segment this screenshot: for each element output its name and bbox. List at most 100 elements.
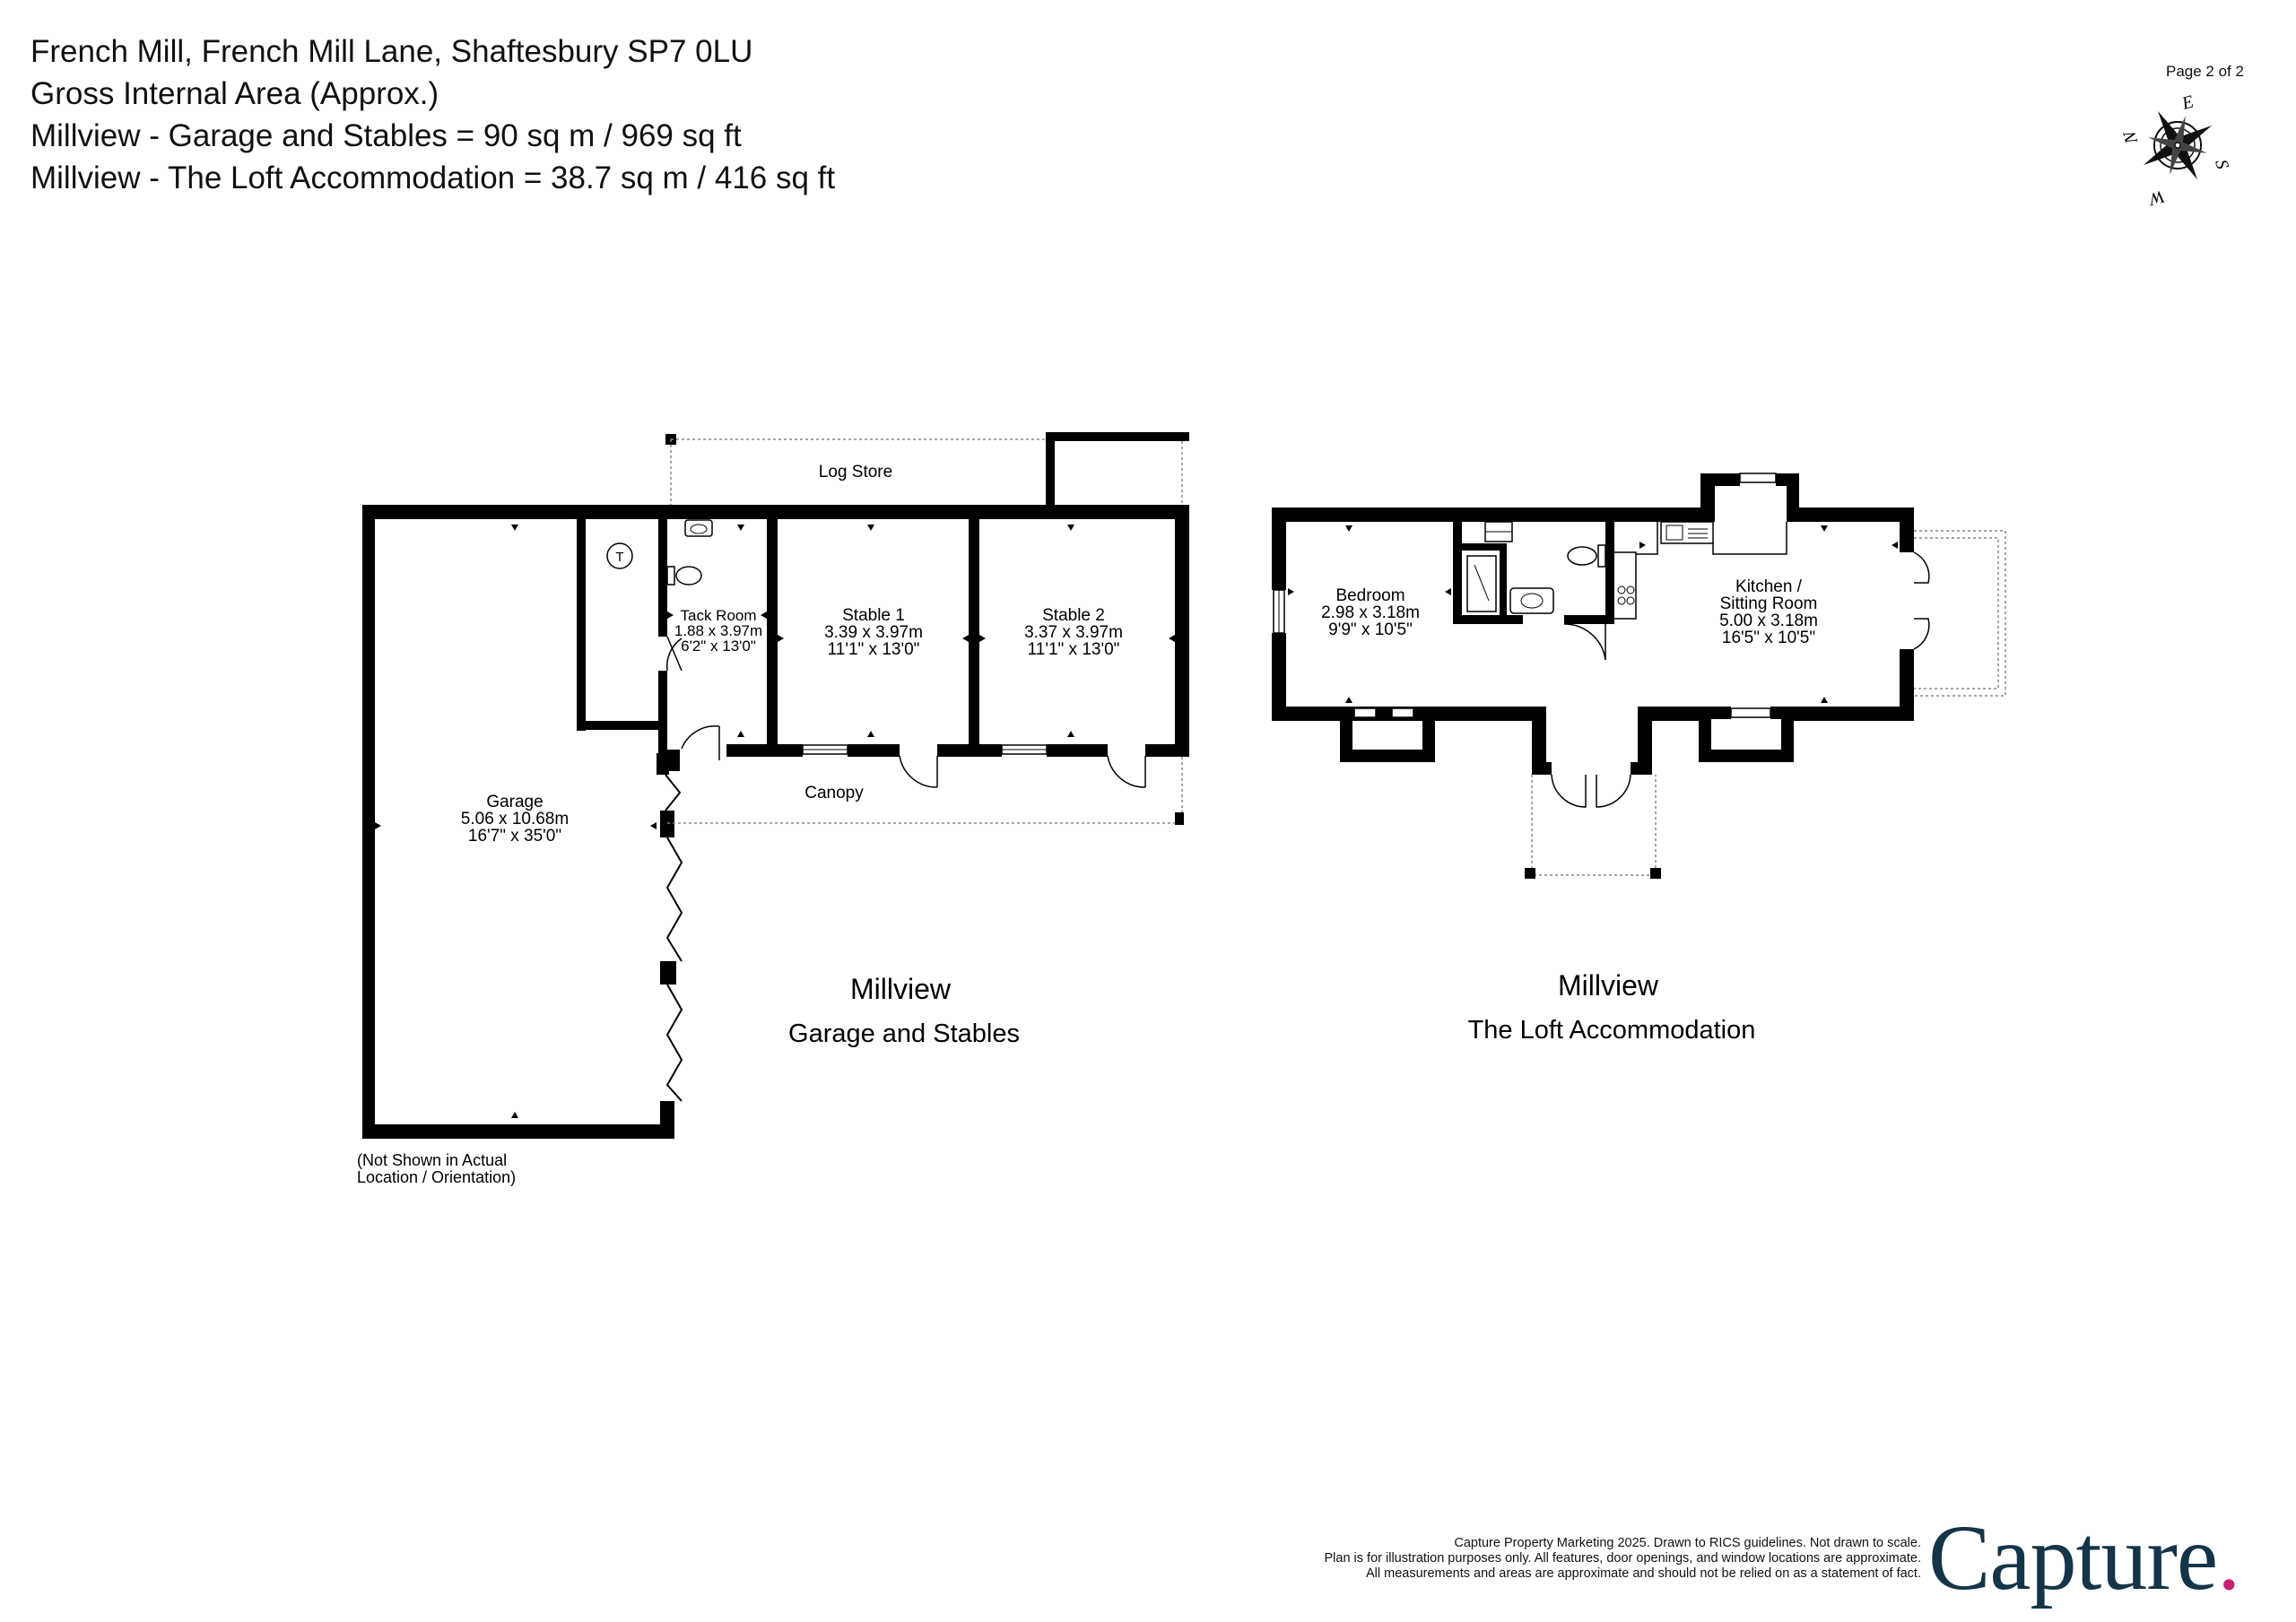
tack-room-wall (658, 750, 680, 771)
tank-symbol (606, 542, 633, 569)
stable-front-wall (1047, 744, 1108, 757)
stable-1-name: Stable 1 (842, 606, 905, 625)
stable-front-wall (726, 744, 803, 757)
bedroom-name: Bedroom (1335, 586, 1405, 605)
compass-e-label: E (2179, 91, 2196, 114)
loft-wall (1532, 762, 1552, 775)
stable-front-wall (937, 744, 1002, 757)
compass-n-label: N (2119, 127, 2142, 146)
capture-logo: Capture. (1928, 1505, 2240, 1612)
stable-front-wall (848, 744, 900, 757)
stable-wall (1175, 505, 1189, 754)
loft-wall (1699, 707, 1711, 762)
garage-metric: 5.06 x 10.68m (461, 810, 569, 828)
loft-wall (1638, 707, 1652, 775)
orientation-note-line2: Location / Orientation) (357, 1168, 516, 1186)
garage-wall (362, 512, 375, 1137)
loft-wall (1900, 507, 1914, 552)
loft-wall (1422, 707, 1435, 762)
loft-wall (1700, 473, 1740, 486)
loft-wall (1781, 707, 1794, 762)
stable-2-imperial: 11'1" x 13'0" (1028, 640, 1120, 659)
garage-wall (362, 1124, 674, 1139)
logo-text: Capture (1928, 1506, 2218, 1609)
kitchen-name-line2: Sitting Room (1720, 594, 1818, 613)
log-store-wall (1046, 432, 1189, 441)
canopy-post (1175, 812, 1184, 825)
bathroom-wall (1453, 615, 1523, 624)
loft-wall (1376, 707, 1392, 719)
tack-room-wall (658, 517, 667, 637)
bedroom-metric: 2.98 x 3.18m (1321, 603, 1420, 622)
tack-room-imperial: 6'2" x 13'0" (681, 638, 756, 655)
loft-wall (1787, 507, 1910, 522)
bathroom-wall (1564, 615, 1614, 624)
garage-wall (362, 505, 1189, 519)
log-store-label: Log Store (819, 463, 892, 481)
garage-area-line: Millview - Garage and Stables = 90 sq m … (30, 118, 742, 153)
tack-room-name: Tack Room (680, 607, 756, 624)
tank-symbol-label: T (615, 550, 623, 565)
porch-post (1525, 868, 1535, 879)
garage-plan-title: Millview (850, 973, 952, 1005)
loft-wall (1794, 707, 1914, 721)
loft-wall (1272, 507, 1286, 590)
loft-wall (1900, 649, 1914, 719)
header: French Mill, French Mill Lane, Shaftesbu… (30, 30, 835, 199)
tack-room-metric: 1.88 x 3.97m (674, 622, 762, 639)
loft-wall (1638, 707, 1711, 721)
stable-partition (969, 517, 979, 754)
bathroom-wall (1462, 543, 1507, 551)
loft-wall (1340, 750, 1435, 762)
loft-wall (1711, 707, 1731, 719)
loft-wall (1272, 507, 1706, 522)
stable-1-metric: 3.39 x 3.97m (824, 623, 923, 642)
bathroom-wall (1453, 522, 1462, 624)
gross-internal-area-label: Gross Internal Area (Approx.) (30, 76, 439, 111)
loft-wall (1699, 750, 1794, 762)
garage-wall (660, 961, 676, 984)
garage-wall (660, 1101, 674, 1139)
loft-plan-subtitle: The Loft Accommodation (1468, 1016, 1756, 1045)
kitchen-imperial: 16'5" x 10'5" (1722, 629, 1815, 647)
garage-imperial: 16'7" x 35'0" (468, 827, 561, 846)
garage-name: Garage (486, 793, 543, 811)
logo-dot: . (2217, 1506, 2240, 1609)
loft-accommodation-plan: Bedroom 2.98 x 3.18m 9'9" x 10'5" Kitche… (1272, 473, 2006, 1045)
loft-plan-title: Millview (1558, 969, 1659, 1002)
porch-post (1650, 868, 1661, 879)
compass-icon (2143, 110, 2213, 180)
garage-stables-plan: T (357, 432, 1189, 1186)
bathroom-wall (1605, 522, 1614, 624)
kitchen-metric: 5.00 x 3.18m (1719, 612, 1818, 630)
disclaimer-line-2: Plan is for illustration purposes only. … (1324, 1551, 1922, 1566)
stable-2-metric: 3.37 x 3.97m (1024, 623, 1123, 642)
tank-cupboard-wall (577, 517, 586, 731)
stable-2-name: Stable 2 (1042, 606, 1105, 625)
compass-s-label: S (2211, 158, 2232, 171)
loft-wall (1770, 707, 1783, 719)
bathroom-wall (1500, 543, 1507, 615)
loft-wall (1435, 707, 1543, 721)
orientation-note-line1: (Not Shown in Actual (357, 1151, 507, 1169)
page-number: Page 2 of 2 (2166, 63, 2244, 80)
loft-wall (1340, 707, 1352, 762)
tack-room-wall (658, 671, 667, 769)
kitchen-name-line1: Kitchen / (1735, 577, 1803, 596)
log-store-wall (1046, 432, 1055, 513)
compass-w-label: W (2145, 186, 2167, 209)
loft-wall (1532, 707, 1546, 775)
property-address: French Mill, French Mill Lane, Shaftesbu… (30, 34, 753, 69)
garage-wall (660, 811, 674, 837)
stable-partition (767, 517, 778, 754)
stable-front-wall (1145, 744, 1189, 757)
disclaimer-line-3: All measurements and areas are approxima… (1365, 1566, 1921, 1581)
disclaimer-line-1: Capture Property Marketing 2025. Drawn t… (1454, 1536, 1921, 1550)
tank-cupboard-wall (577, 721, 663, 730)
bedroom-imperial: 9'9" x 10'5" (1328, 620, 1413, 639)
loft-wall (1272, 633, 1286, 719)
garage-plan-subtitle: Garage and Stables (788, 1019, 1020, 1048)
canopy-label: Canopy (804, 784, 864, 802)
loft-area-line: Millview - The Loft Accommodation = 38.7… (30, 160, 836, 195)
